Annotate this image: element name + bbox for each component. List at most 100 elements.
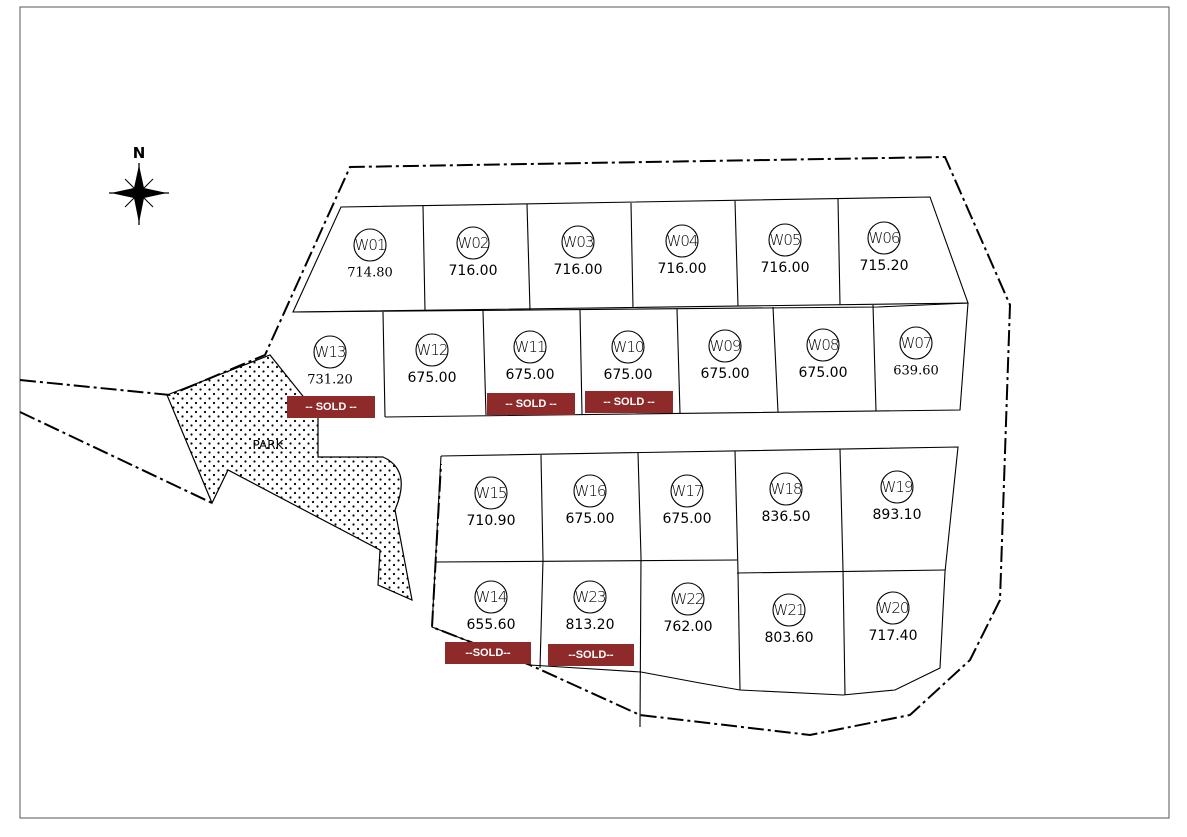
plot-id-circle xyxy=(867,221,901,255)
plot-area-label: 715.20 xyxy=(860,258,909,274)
plot-w09[interactable]: W09 675.00 xyxy=(701,329,750,382)
plot-area-label: 675.00 xyxy=(663,511,712,527)
plot-area-label: 655.60 xyxy=(467,617,516,633)
plot-area-label: 836.50 xyxy=(762,509,811,525)
plot-id-circle xyxy=(456,226,490,260)
plot-area-label: 803.60 xyxy=(765,630,814,646)
sold-badge-bg xyxy=(487,393,575,415)
plot-id-circle xyxy=(561,225,595,259)
plot-area-label: 893.10 xyxy=(873,507,922,523)
plot-w11[interactable]: W11 675.00 -- SOLD -- xyxy=(487,330,575,415)
sold-badge: -- SOLD -- xyxy=(487,393,575,415)
plot-id-label: W19 xyxy=(882,478,913,496)
plot-id-circle xyxy=(806,328,840,362)
sold-badge-bg xyxy=(287,396,375,418)
plot-id-circle xyxy=(573,474,607,508)
plot-id-circle xyxy=(772,593,806,627)
sold-badge-label: -- SOLD -- xyxy=(305,401,357,413)
sold-badge: --SOLD-- xyxy=(445,642,531,664)
plot-area-label: 639.60 xyxy=(893,364,939,379)
plot-w13[interactable]: W13 731.20 -- SOLD -- xyxy=(287,335,375,418)
plot-area-label: 716.00 xyxy=(761,260,810,276)
plot-id-label: W11 xyxy=(515,338,546,356)
plots-layer: W01714.80W02716.00W03716.00W04716.00W057… xyxy=(287,221,939,666)
plot-w18[interactable]: W18 836.50 xyxy=(762,472,811,525)
plot-w21[interactable]: W21 803.60 xyxy=(765,593,814,646)
plot-area-label: 813.20 xyxy=(566,617,615,633)
plot-id-label: W14 xyxy=(476,588,507,606)
plot-id-label: W23 xyxy=(575,588,606,606)
plot-id-label: W04 xyxy=(667,232,698,250)
plot-w07[interactable]: W07 639.60 xyxy=(893,326,939,379)
plot-id-label: W05 xyxy=(770,231,801,249)
plot-w22[interactable]: W22 762.00 xyxy=(664,582,713,635)
plot-w23[interactable]: W23 813.20 --SOLD-- xyxy=(548,580,634,666)
plot-id-circle xyxy=(415,333,449,367)
plot-area-label: 716.00 xyxy=(449,263,498,279)
plot-id-label: W18 xyxy=(771,480,802,498)
sold-badge-bg xyxy=(585,391,673,413)
plot-w14[interactable]: W14 655.60 --SOLD-- xyxy=(445,580,531,664)
plot-area-label: 710.90 xyxy=(467,513,516,529)
plot-w02[interactable]: W02 716.00 xyxy=(449,226,498,279)
sold-badge: -- SOLD -- xyxy=(287,396,375,418)
plot-id-label: W13 xyxy=(315,343,346,361)
plot-id-label: W01 xyxy=(355,236,386,254)
plot-id-circle xyxy=(671,582,705,616)
sold-badge-label: --SOLD-- xyxy=(465,647,511,659)
plot-id-label: W06 xyxy=(869,229,900,247)
sold-badge-label: --SOLD-- xyxy=(568,649,614,661)
plot-id-circle xyxy=(880,470,914,504)
plot-id-label: W15 xyxy=(476,484,507,502)
plot-w01[interactable]: W01 714.80 xyxy=(347,228,393,281)
plot-id-circle xyxy=(769,472,803,506)
plot-id-circle xyxy=(474,580,508,614)
plot-area-label: 675.00 xyxy=(408,370,457,386)
plot-id-label: W02 xyxy=(458,234,489,252)
plot-id-circle xyxy=(474,476,508,510)
park-label: PARK xyxy=(253,438,285,452)
plot-id-label: W07 xyxy=(901,334,932,352)
plot-id-label: W12 xyxy=(417,341,448,359)
plot-w03[interactable]: W03 716.00 xyxy=(554,225,603,278)
plot-w16[interactable]: W16 675.00 xyxy=(566,474,615,527)
plot-w06[interactable]: W06 715.20 xyxy=(860,221,909,274)
sold-badge-label: -- SOLD -- xyxy=(603,396,655,408)
plot-area-label: 716.00 xyxy=(554,262,603,278)
plot-area-label: 675.00 xyxy=(701,366,750,382)
plot-area-label: 714.80 xyxy=(347,266,393,281)
plot-w17[interactable]: W17 675.00 xyxy=(663,474,712,527)
plot-id-circle xyxy=(670,474,704,508)
plot-id-label: W03 xyxy=(563,233,594,251)
plot-boundaries xyxy=(292,196,969,728)
plot-id-label: W20 xyxy=(878,599,909,617)
sold-badge: -- SOLD -- xyxy=(585,391,673,413)
plot-w12[interactable]: W12 675.00 xyxy=(408,333,457,386)
north-arrow-icon: N xyxy=(109,144,169,225)
plot-area-label: 762.00 xyxy=(664,619,713,635)
plot-id-label: W17 xyxy=(672,482,703,500)
sold-badge: --SOLD-- xyxy=(548,644,634,666)
plot-id-circle xyxy=(313,335,347,369)
plot-area-label: 731.20 xyxy=(307,373,353,388)
plot-id-circle xyxy=(899,326,933,360)
plot-id-label: W16 xyxy=(575,482,606,500)
plot-w05[interactable]: W05 716.00 xyxy=(761,223,810,276)
plot-id-circle xyxy=(353,228,387,262)
sold-badge-bg xyxy=(445,642,531,664)
plot-area-label: 675.00 xyxy=(566,511,615,527)
sold-badge-label: -- SOLD -- xyxy=(505,398,557,410)
plot-w15[interactable]: W15 710.90 xyxy=(467,476,516,529)
plot-id-label: W09 xyxy=(710,337,741,355)
plot-id-label: W22 xyxy=(673,590,704,608)
plot-id-label: W21 xyxy=(774,601,805,619)
plot-w19[interactable]: W19 893.10 xyxy=(873,470,922,523)
plot-area-label: 675.00 xyxy=(506,367,555,383)
site-boundary xyxy=(19,155,1012,737)
